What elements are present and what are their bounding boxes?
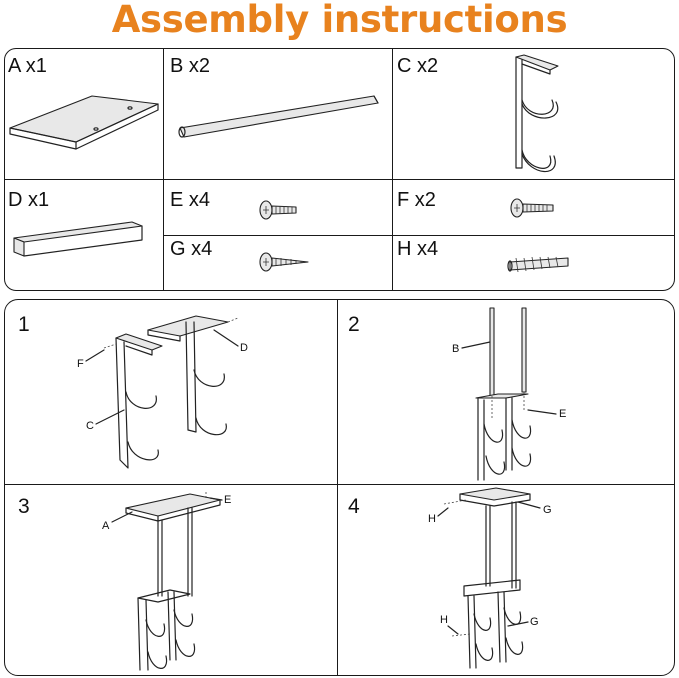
step-4-callout-h-bottom: H	[440, 614, 448, 626]
step-4-callout-h-top: H	[428, 513, 436, 525]
step-1-callout-c: C	[86, 420, 94, 432]
page-title: Assembly instructions	[111, 0, 568, 41]
step-2-callout-e: E	[559, 408, 567, 420]
part-label-a: A x1	[8, 55, 47, 77]
parts-divider	[5, 179, 674, 181]
parts-list-panel	[4, 48, 675, 291]
part-label-f: F x2	[397, 189, 436, 211]
assembly-steps-panel	[4, 299, 675, 676]
step-1-callout-d: D	[240, 342, 248, 354]
part-label-h: H x4	[397, 238, 439, 260]
step-number-1: 1	[18, 313, 30, 336]
part-label-d: D x1	[8, 189, 50, 211]
parts-divider	[392, 49, 394, 290]
parts-divider	[164, 235, 674, 237]
step-number-4: 4	[348, 495, 360, 518]
step-1-callout-f: F	[77, 358, 84, 370]
parts-divider	[163, 49, 165, 290]
part-label-e: E x4	[170, 189, 211, 211]
step-3-callout-a: A	[102, 520, 110, 532]
step-3-callout-e: E	[224, 494, 232, 506]
step-number-3: 3	[18, 495, 30, 518]
steps-divider	[337, 300, 339, 675]
step-4-callout-g-bottom: G	[530, 616, 539, 628]
part-label-c: C x2	[397, 55, 439, 77]
steps-divider	[5, 484, 674, 486]
step-number-2: 2	[348, 313, 360, 336]
step-2-callout-b: B	[452, 343, 460, 355]
part-label-g: G x4	[170, 238, 213, 260]
part-label-b: B x2	[170, 55, 211, 77]
step-4-callout-g-top: G	[543, 504, 552, 516]
